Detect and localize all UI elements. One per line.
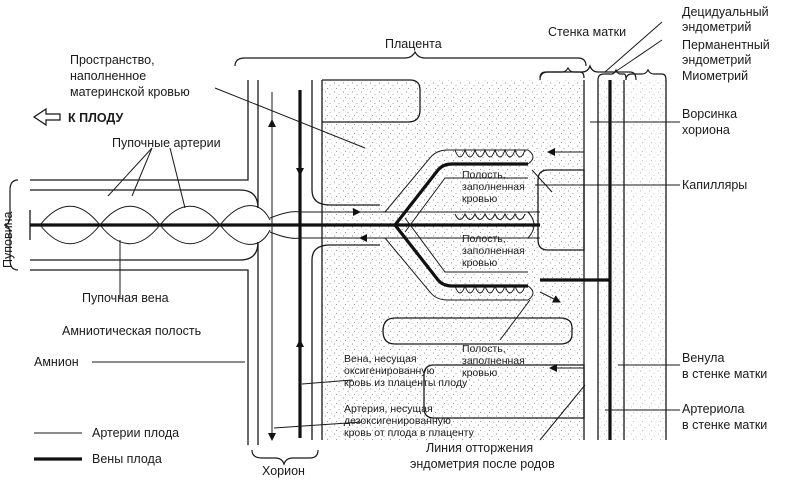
umbilical-arteries-label: Пупочные артерии: [112, 136, 221, 150]
villus-label-1: Ворсинка: [682, 107, 737, 121]
chorionic-villi: [384, 148, 610, 372]
separation-label-1: Линия отторжения: [426, 441, 533, 455]
maternal-blood-space: [322, 80, 666, 440]
space-label-1: Пространство,: [70, 53, 155, 67]
umbilical-vein-label: Пупочная вена: [82, 291, 169, 305]
vein-note-2: оксигенированную: [344, 365, 435, 377]
chorionic-vessels: [268, 90, 540, 441]
vein-note-3: кровь из плаценты плоду: [344, 377, 468, 389]
decidual-label-2: эндометрий: [682, 20, 751, 34]
labels: К ПЛОДУ Пространство, наполненное матери…: [1, 5, 770, 478]
capillaries-label: Капилляры: [682, 178, 747, 192]
amnion-label: Амнион: [34, 355, 79, 369]
arteriole-label-2: в стенке матки: [682, 418, 767, 432]
legend-artery-label: Артерии плода: [92, 426, 179, 440]
cavity-2-line-1: Полость,: [462, 233, 506, 245]
legend: Артерии плода Вены плода: [34, 426, 179, 466]
braces: [3, 50, 667, 466]
villus-label-2: хориона: [682, 123, 730, 137]
space-label-2: наполненное: [70, 69, 146, 83]
to-fetus-arrow: [32, 107, 61, 127]
permanent-label-2: эндометрий: [682, 53, 751, 67]
permanent-label-1: Перманентный: [682, 38, 770, 52]
to-fetus-label: К ПЛОДУ: [68, 111, 123, 125]
cavity-1-line-1: Полость,: [462, 169, 506, 181]
placenta-label: Плацента: [385, 37, 442, 51]
vein-note-1: Вена, несущая: [344, 353, 417, 365]
cavity-1-line-3: кровью: [462, 193, 497, 205]
leader-lines: [92, 21, 680, 441]
cavity-3-line-2: заполненная: [462, 355, 525, 367]
myometrium-label: Миометрий: [682, 69, 748, 83]
chorion-label: Хорион: [262, 464, 305, 478]
cavity-2-line-3: кровью: [462, 257, 497, 269]
space-label-3: материнской кровью: [70, 85, 190, 99]
decidual-label-1: Децидуальный: [682, 5, 769, 19]
artery-note-2: дезоксигенированную: [344, 415, 451, 427]
decidual-septa: [322, 79, 585, 419]
uterine-wall-layers: [583, 80, 667, 440]
venule-label-1: Венула: [682, 351, 724, 365]
amniotic-cavity-label: Амниотическая полость: [62, 324, 201, 338]
legend-vein-label: Вены плода: [92, 452, 162, 466]
chorion-walls: [30, 80, 380, 445]
cavity-3-line-3: кровью: [462, 367, 497, 379]
cavity-1-line-2: заполненная: [462, 181, 525, 193]
cavity-2-line-2: заполненная: [462, 245, 525, 257]
umbilical-cord-label: Пуповина: [1, 212, 15, 268]
uterine-wall-label: Стенка матки: [548, 25, 626, 39]
venule-label-2: в стенке матки: [682, 367, 767, 381]
cavity-3-line-1: Полость,: [462, 343, 506, 355]
arteriole-label-1: Артериола: [682, 402, 744, 416]
artery-note-1: Артерия, несущая: [344, 403, 433, 415]
artery-note-3: кровь от плода в плаценту: [344, 427, 475, 439]
separation-label-2: эндометрия после родов: [410, 457, 555, 471]
umbilical-cord: [29, 205, 290, 245]
